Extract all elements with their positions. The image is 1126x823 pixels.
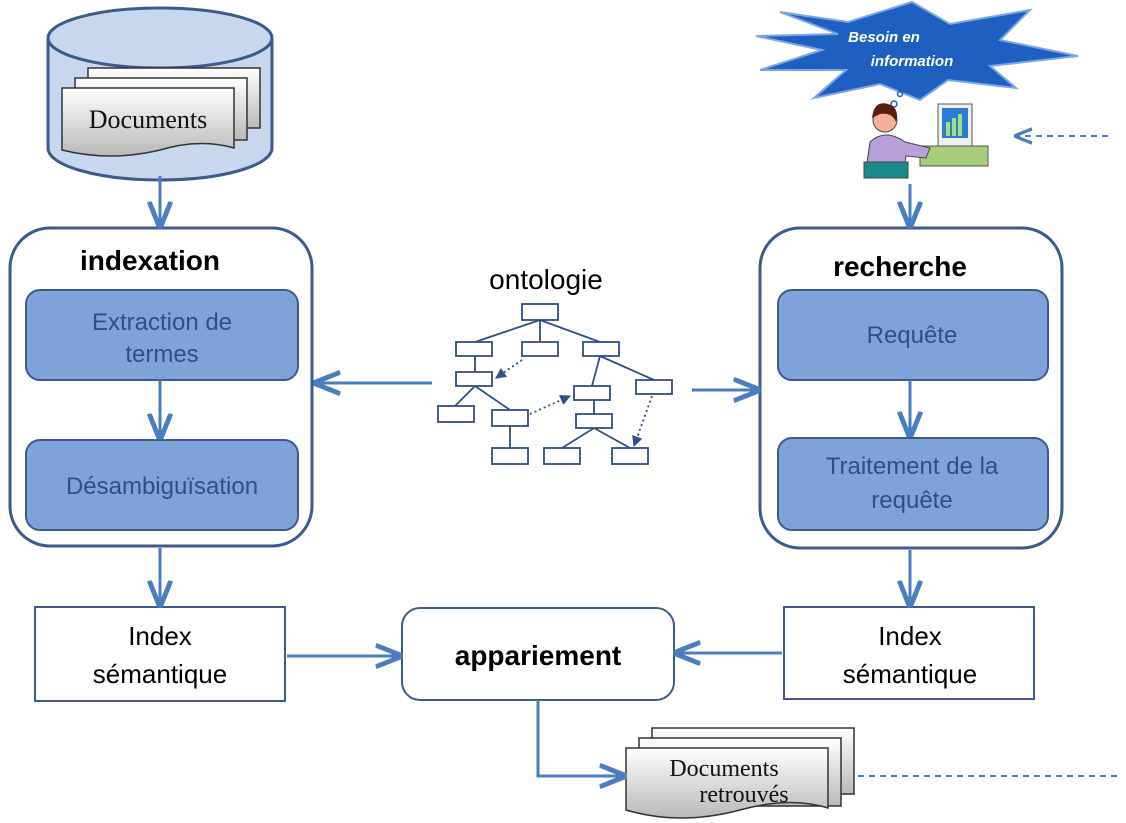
indexation-title: indexation bbox=[80, 245, 220, 276]
matching-node: appariement bbox=[401, 607, 675, 701]
documents-database: Documents bbox=[46, 6, 274, 182]
query-processing-line1: Traitement de la bbox=[826, 453, 999, 480]
index-right-line1: Index bbox=[878, 621, 942, 651]
retrieved-documents: Documents retrouvés bbox=[625, 727, 855, 819]
semantic-index-right: Index sémantique bbox=[783, 606, 1035, 700]
ontology-tree bbox=[437, 303, 673, 465]
term-extraction-step bbox=[25, 289, 299, 381]
disambiguation-step bbox=[25, 439, 299, 531]
retrieved-line2: retrouvés bbox=[699, 782, 788, 808]
matching-label: appariement bbox=[455, 640, 622, 671]
index-left-line2: sémantique bbox=[93, 659, 227, 689]
search-module: recherche Requête Traitement de la requê… bbox=[758, 226, 1064, 550]
term-extraction-line2: termes bbox=[125, 341, 198, 368]
query-processing-line2: requête bbox=[871, 487, 952, 514]
need-line1: Besoin en bbox=[848, 29, 920, 46]
disambiguation-label: Désambiguïsation bbox=[66, 473, 258, 500]
ontology-label: ontologie bbox=[489, 264, 603, 295]
semantic-index-left: Index sémantique bbox=[34, 606, 286, 702]
document-stack-icon bbox=[61, 67, 261, 157]
retrieved-line1: Documents bbox=[669, 756, 778, 782]
query-processing-step bbox=[777, 437, 1049, 531]
arrow-matching-to-results bbox=[536, 700, 624, 776]
information-need-star: Besoin en information bbox=[755, 0, 1079, 108]
query-step bbox=[777, 289, 1049, 381]
term-extraction-line1: Extraction de bbox=[92, 309, 232, 336]
ontology: ontologie bbox=[437, 264, 673, 465]
search-title: recherche bbox=[833, 251, 967, 282]
need-line2: information bbox=[871, 53, 954, 70]
flow-arrows bbox=[160, 176, 910, 776]
user-at-computer-icon bbox=[863, 103, 989, 179]
indexation-module: indexation Extraction de termes Désambig… bbox=[8, 226, 314, 548]
documents-label: Documents bbox=[89, 105, 207, 134]
query-label: Requête bbox=[867, 322, 958, 349]
index-left-line1: Index bbox=[128, 621, 192, 651]
index-right-line2: sémantique bbox=[843, 659, 977, 689]
